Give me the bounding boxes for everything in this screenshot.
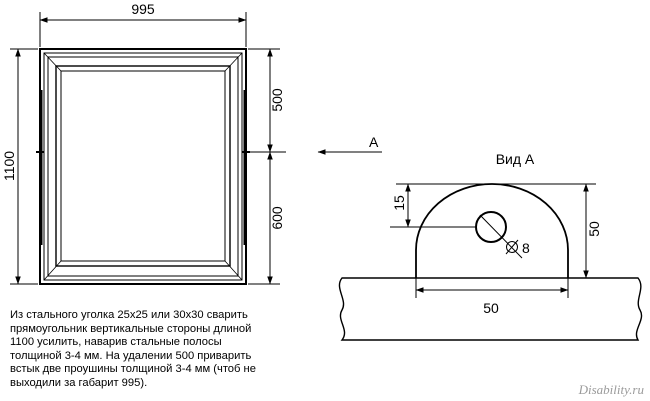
diameter-icon-slash [505, 239, 519, 255]
base-plate [338, 277, 643, 341]
view-arrow-label: A [369, 134, 379, 150]
dimension-width [39, 12, 247, 47]
diameter-icon [506, 241, 518, 253]
dimension-lug-top-label: 15 [391, 195, 407, 211]
dimension-height [10, 48, 38, 285]
view-title: Вид А [496, 151, 535, 167]
dimension-upper-label: 500 [269, 88, 285, 112]
dimension-lower-label: 600 [269, 206, 285, 230]
note-line: 1100 усилить, наварив стальные полосы [10, 336, 222, 349]
dimension-right [248, 48, 286, 285]
note-line: толщиной 3-4 мм. На удалении 500 привари… [10, 349, 252, 362]
instruction-note: Из стального уголка 25х25 или 30х30 свар… [10, 309, 310, 391]
lug-hole [475, 211, 507, 243]
note-line: прямоугольник вертикальные стороны длино… [10, 322, 252, 335]
dimension-lug-width-label: 50 [483, 300, 499, 316]
lug [415, 183, 569, 278]
note-line: Из стального уголка 25х25 или 30х30 свар… [10, 309, 248, 321]
frame [36, 48, 250, 285]
dimension-lug-height-label: 50 [586, 221, 602, 237]
watermark: Disability.ru [578, 382, 644, 397]
dimension-lug-height [492, 183, 596, 279]
dimension-lug-top [390, 183, 490, 228]
dimension-height-label: 1100 [1, 151, 17, 181]
note-line: встык две проушины толщиной 3-4 мм (чтоб… [10, 363, 256, 376]
hole-leader [479, 214, 523, 259]
note-line: выходили за габарит 995). [10, 376, 148, 389]
dimension-width-label: 995 [131, 1, 155, 17]
dimension-lug-width [415, 278, 569, 298]
hole-diameter-label: 8 [522, 240, 530, 256]
